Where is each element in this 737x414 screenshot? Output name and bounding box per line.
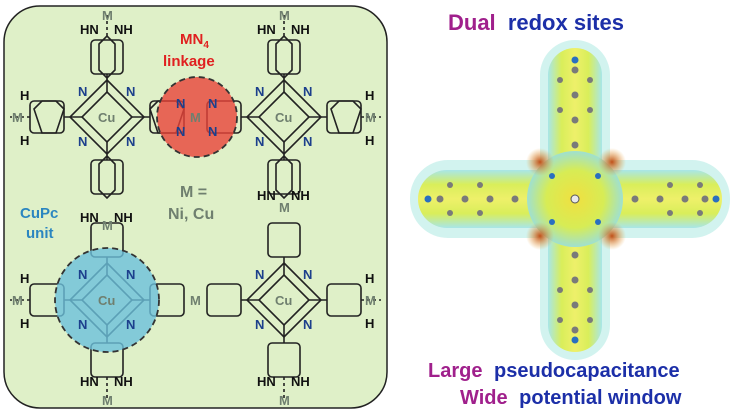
svg-text:Dual redox sites: Dual redox sites bbox=[448, 10, 624, 35]
caption-block: Large pseudocapacitance Wide potential w… bbox=[428, 360, 682, 409]
amine-group: H bbox=[365, 133, 374, 148]
amine-group: HN bbox=[80, 22, 99, 37]
cu-center-bottom-right: Cu bbox=[275, 293, 292, 308]
amine-group: H bbox=[365, 271, 374, 286]
cu-center-top-right: Cu bbox=[275, 110, 292, 125]
nitrogen-atom: N bbox=[126, 134, 135, 149]
amine-group: HN bbox=[80, 374, 99, 389]
title-dual-redox-sites: Dual redox sites bbox=[448, 10, 624, 35]
nitrogen-atom: N bbox=[208, 96, 217, 111]
panel-annotations: MN4 linkage M = Ni, Cu CuPc unit bbox=[20, 31, 215, 242]
cupc-unit-highlight bbox=[54, 247, 160, 353]
caption-line2: Wide potential window bbox=[460, 387, 682, 409]
amine-group: H bbox=[365, 316, 374, 331]
amine-group: NH bbox=[291, 22, 310, 37]
nitrogen-atom: N bbox=[126, 84, 135, 99]
amine-group: HN bbox=[257, 22, 276, 37]
nitrogen-atom: N bbox=[126, 317, 135, 332]
node-metal: M bbox=[12, 110, 23, 125]
nitrogen-atom: N bbox=[255, 317, 264, 332]
amine-group: H bbox=[20, 316, 29, 331]
amine-group: H bbox=[20, 271, 29, 286]
amine-group: HN bbox=[257, 188, 276, 203]
mn4-linkage-highlight bbox=[156, 76, 238, 158]
caption-word-wide: Wide bbox=[460, 387, 508, 409]
nitrogen-atom: N bbox=[208, 124, 217, 139]
nitrogen-atom: N bbox=[303, 134, 312, 149]
cupc-label-line2: unit bbox=[26, 225, 54, 242]
m-definition-line2: Ni, Cu bbox=[168, 206, 214, 223]
amine-group: NH bbox=[291, 188, 310, 203]
node-metal: M bbox=[190, 110, 201, 125]
node-metal: M bbox=[279, 8, 290, 23]
nitrogen-atom: N bbox=[303, 84, 312, 99]
amine-group: H bbox=[365, 88, 374, 103]
node-metal: M bbox=[12, 293, 23, 308]
amine-group: NH bbox=[114, 374, 133, 389]
nitrogen-atom: N bbox=[78, 317, 87, 332]
caption-word-pseudocapacitance: pseudocapacitance bbox=[494, 360, 680, 382]
amine-group: HN bbox=[257, 374, 276, 389]
amine-group: NH bbox=[114, 210, 133, 225]
title-word-redox-sites: redox sites bbox=[508, 10, 624, 35]
amine-group: H bbox=[20, 88, 29, 103]
molecule-esp-map bbox=[410, 40, 730, 360]
node-metal: M bbox=[102, 218, 113, 233]
nitrogen-atom: N bbox=[255, 267, 264, 282]
node-metal: M bbox=[190, 293, 201, 308]
caption-line1: Large pseudocapacitance bbox=[428, 360, 680, 382]
amine-group: NH bbox=[114, 22, 133, 37]
node-metal: M bbox=[102, 393, 113, 408]
nitrogen-atom: N bbox=[78, 134, 87, 149]
nitrogen-atom: N bbox=[303, 267, 312, 282]
node-metal: M bbox=[365, 293, 376, 308]
amine-group: H bbox=[20, 133, 29, 148]
amine-group: NH bbox=[291, 374, 310, 389]
nitrogen-atom: N bbox=[303, 317, 312, 332]
cupc-label-line1: CuPc bbox=[20, 205, 58, 222]
nitrogen-atom: N bbox=[255, 134, 264, 149]
node-metal: M bbox=[102, 8, 113, 23]
amine-group: HN bbox=[80, 210, 99, 225]
nitrogen-atom: N bbox=[176, 96, 185, 111]
title-word-dual: Dual bbox=[448, 10, 496, 35]
cu-center-top-left: Cu bbox=[98, 110, 115, 125]
caption-word-large: Large bbox=[428, 360, 482, 382]
node-metal: M bbox=[279, 393, 290, 408]
node-metal: M bbox=[365, 110, 376, 125]
mn4-label-line2: linkage bbox=[163, 53, 215, 70]
m-definition-line1: M = bbox=[180, 184, 207, 201]
nitrogen-atom: N bbox=[78, 267, 87, 282]
nitrogen-atom: N bbox=[126, 267, 135, 282]
nitrogen-atom: N bbox=[78, 84, 87, 99]
node-metal: M bbox=[279, 200, 290, 215]
atom-labels: Cu Cu Cu Cu M M M M M M M M M M M M HN N… bbox=[12, 8, 376, 408]
caption-word-potential-window: potential window bbox=[519, 387, 682, 409]
nitrogen-atom: N bbox=[255, 84, 264, 99]
nitrogen-atom: N bbox=[176, 124, 185, 139]
cu-center-bottom-left: Cu bbox=[98, 293, 115, 308]
mn4-label: MN4 bbox=[180, 31, 209, 51]
